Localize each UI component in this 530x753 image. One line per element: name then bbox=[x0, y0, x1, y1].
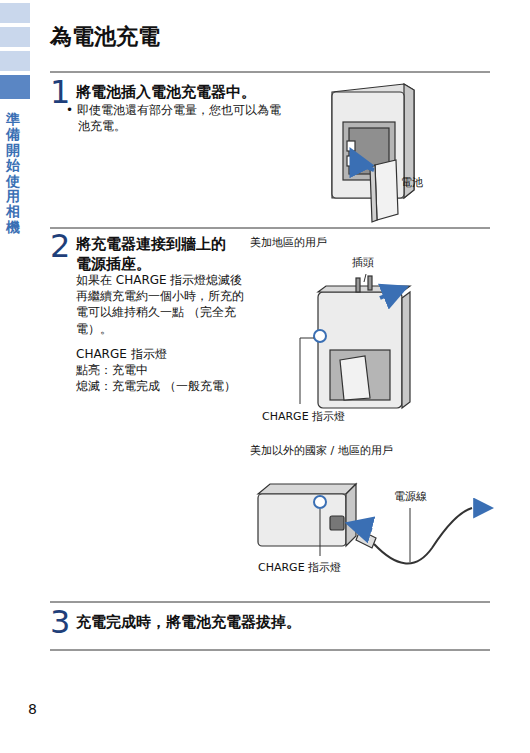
step-heading: 充電完成時，將電池充電器拔掉。 bbox=[76, 612, 476, 632]
tab-block bbox=[0, 3, 30, 23]
page-title: 為電池充電 bbox=[50, 22, 160, 52]
part-label: 電池 bbox=[401, 176, 423, 191]
tab-block bbox=[0, 27, 30, 47]
note-text: • 即使電池還有部分電量，您也可以為電池充電。 bbox=[78, 102, 283, 134]
step-number: 2 bbox=[50, 230, 70, 262]
body-text: 熄滅：充電完成 （一般充電） bbox=[76, 378, 236, 394]
page-number: 8 bbox=[28, 700, 37, 719]
section-tab: 準備開始使用相機 bbox=[6, 112, 20, 235]
part-label: CHARGE 指示燈 bbox=[262, 410, 345, 425]
leader-lines bbox=[320, 508, 410, 562]
leader-lines bbox=[300, 274, 366, 404]
step-rules bbox=[50, 72, 490, 650]
part-label: 插頭 bbox=[352, 256, 374, 271]
charger-figure-1 bbox=[332, 84, 414, 222]
step-number: 3 bbox=[50, 606, 70, 638]
body-text: CHARGE 指示燈 bbox=[76, 346, 167, 362]
part-label: CHARGE 指示燈 bbox=[258, 561, 341, 576]
body-text: 如果在 CHARGE 指示燈熄滅後再繼續充電約一個小時，所充的電可以維持稍久一點… bbox=[76, 272, 244, 337]
tab-block bbox=[0, 75, 30, 99]
cord-arrow bbox=[474, 507, 490, 510]
charger-figure-2 bbox=[314, 276, 410, 408]
region-label: 美加以外的國家 / 地區的用戶 bbox=[250, 444, 393, 459]
body-text: 點亮：充電中 bbox=[76, 362, 148, 378]
insert-arrow bbox=[352, 152, 374, 170]
plug-arrow bbox=[380, 288, 404, 298]
step-heading: 將電池插入電池充電器中。 bbox=[76, 82, 316, 102]
region-label: 美加地區的用戶 bbox=[250, 236, 327, 251]
part-label: 電源線 bbox=[392, 490, 429, 505]
tab-block bbox=[0, 51, 30, 71]
cord-arrow bbox=[350, 524, 372, 530]
charger-figure-3 bbox=[258, 484, 472, 563]
step-heading: 將充電器連接到牆上的電源插座。 bbox=[76, 234, 228, 275]
